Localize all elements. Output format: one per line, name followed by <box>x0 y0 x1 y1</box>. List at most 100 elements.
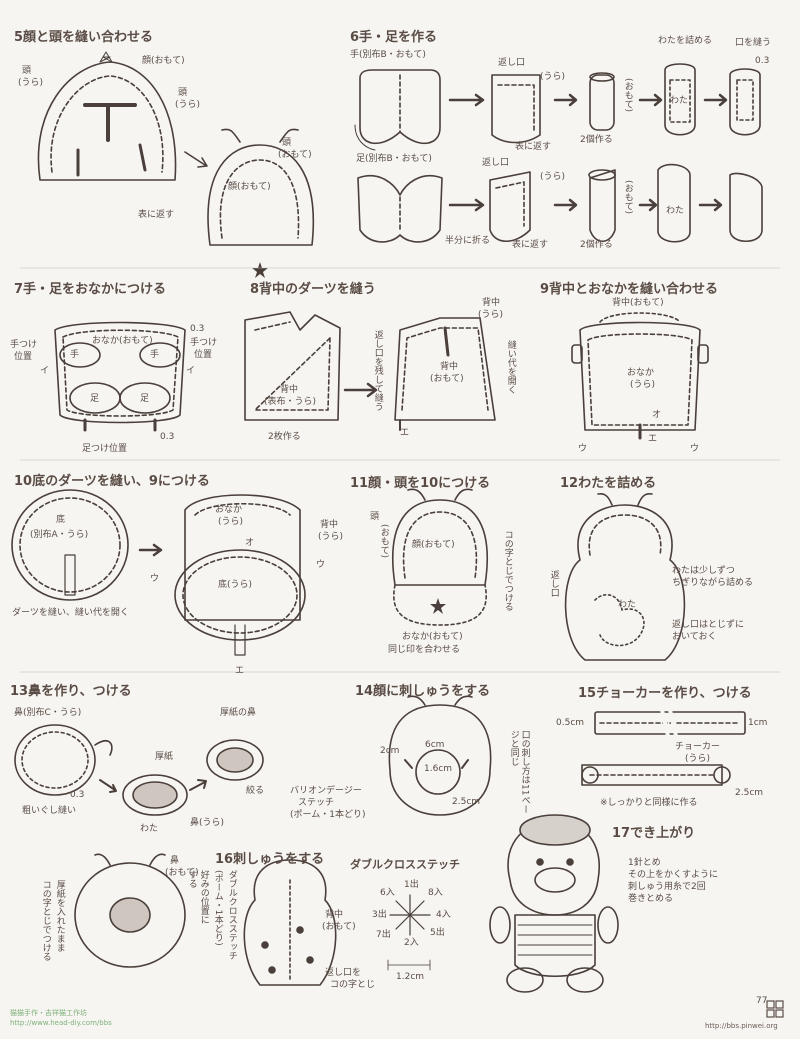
page-number: 77 <box>756 996 768 1006</box>
s10-e: エ <box>235 666 245 676</box>
s5-face: 顔(おもて) <box>142 56 185 66</box>
s16-opening: 返し口を <box>325 968 362 978</box>
s9-belly: おなか <box>627 368 655 378</box>
step16-back-embroidery <box>243 859 337 986</box>
step8-back-sewn <box>394 317 496 431</box>
s6-hand: 手(別布B・おもて) <box>350 50 426 60</box>
s6-wata2: わた <box>666 206 685 216</box>
step17-title: 17でき上がり <box>612 826 696 841</box>
s12-little2: ちぎりながら詰める <box>672 578 754 588</box>
s7-dim03a: 0.3 <box>190 324 205 334</box>
s6-close: 口を縫う <box>735 38 772 48</box>
s16-pos: 好みの位置に <box>198 870 209 924</box>
s8-back2-sub: (うら) <box>478 310 504 320</box>
s6-half: 半分に折る <box>445 236 491 246</box>
step9-title: 9背中とおなかを縫い合わせる <box>540 282 719 297</box>
step11-bear <box>391 488 489 626</box>
s12-leave: 返し口はとじずに <box>672 620 745 630</box>
s10-dart: ダーツを縫い、縫い代を開く <box>12 608 129 618</box>
s6-back2: (うら) <box>540 172 566 182</box>
s6-turn2: 表に返す <box>512 240 549 250</box>
s5-head3: 頭 <box>282 138 292 148</box>
s7-i-r: イ <box>186 366 196 376</box>
s5-head2-side: (うら) <box>175 100 201 110</box>
s13-nose: 鼻(別布C・うら) <box>14 708 82 718</box>
s14-mouth: 口の刺し方は11ページと同じ <box>508 730 530 814</box>
step5-head-pattern <box>37 51 177 181</box>
s16-nose: 鼻 <box>170 856 180 866</box>
s7-foot-r: 足 <box>140 394 150 404</box>
s7-hand-l: 手 <box>70 350 80 360</box>
s7-belly: おなか(おもて) <box>92 336 153 346</box>
s16-double2: (ポーム・1本どり) <box>212 870 223 946</box>
s16-dcs-title: ダブルクロスステッチ <box>350 858 460 871</box>
s13-nose2: 鼻(うら) <box>190 818 225 828</box>
s14-stitch3: (ポーム・1本どり) <box>290 810 366 820</box>
step8-title: 8背中のダーツを縫う <box>250 282 376 297</box>
step10-title: 10底のダーツを縫い、9につける <box>14 474 210 489</box>
s9-belly-sub: (うら) <box>630 380 656 390</box>
s9-back: 背中(おもて) <box>612 298 664 308</box>
s10-back-sub: (うら) <box>318 532 344 542</box>
s10-bottom-sub: (別布A・うら) <box>30 530 89 540</box>
step16-nose-attach <box>74 853 186 968</box>
s16-opening2: コの字とじ <box>330 980 376 990</box>
footer-site-left: 猫猫手作・吉祥猫工作坊 <box>10 1009 87 1017</box>
step17-finished-bear <box>489 814 619 993</box>
s8-back: 背中 <box>280 385 299 395</box>
s12-little: わたは少しずつ <box>672 566 735 576</box>
step10-arrow <box>138 543 163 557</box>
s13-card: 厚紙 <box>155 752 174 762</box>
s16-card2: コの字とじでつける <box>40 880 51 961</box>
s15-cm25: 2.5cm <box>735 788 764 798</box>
step5-face-head <box>207 128 314 278</box>
s11-head: 頭 <box>370 512 380 522</box>
s14-stitch2: ステッチ <box>298 798 335 808</box>
s7-dim03b: 0.3 <box>160 432 175 442</box>
s11-belly: おなか(おもて) <box>402 632 463 642</box>
s6-make2b: 2個作る <box>580 240 613 250</box>
s16-card: 厚紙を入れたまま <box>54 880 65 952</box>
site-logo-icon <box>766 1000 784 1018</box>
s5-head3-side: (おもて) <box>278 150 312 160</box>
s10-u-r: ウ <box>316 560 326 570</box>
s6-back1: (うら) <box>540 72 566 82</box>
step13-title: 13鼻を作り、つける <box>10 684 132 699</box>
s14-stitch1: バリオンデージー <box>290 786 362 796</box>
s16-back: 背中 <box>325 910 344 920</box>
s14-cm2: 2cm <box>380 746 400 756</box>
s15-choker: チョーカー <box>675 742 721 752</box>
s10-o: オ <box>245 538 255 548</box>
s16-n6: 6入 <box>380 888 395 898</box>
s16-nose-sub: (おもて) <box>165 868 199 878</box>
s16-n4: 4入 <box>436 910 451 920</box>
s16-pos2: する <box>186 870 197 888</box>
s8-back2: 背中 <box>482 298 501 308</box>
s11-match: 同じ印を合わせる <box>388 645 461 655</box>
s16-n1: 1出 <box>404 880 419 890</box>
s11-letter-c: コの字とじでつける <box>502 530 513 611</box>
s10-u-l: ウ <box>150 574 160 584</box>
footer-site-left-url: http://www.head-diy.com/bbs <box>10 1019 112 1027</box>
s11-face: 顔(おもて) <box>412 540 455 550</box>
s7-i-l: イ <box>40 366 50 376</box>
step8-arrow <box>343 382 378 398</box>
s16-n3: 3出 <box>372 910 387 920</box>
step5-arrow <box>184 151 206 166</box>
s9-e: エ <box>648 434 658 444</box>
s14-cm16: 1.6cm <box>424 764 453 774</box>
s12-wata: わた <box>618 600 637 610</box>
s17-note1: 1針とめ <box>628 858 661 868</box>
s6-dim03: 0.3 <box>755 56 770 66</box>
s10-back: 背中 <box>320 520 339 530</box>
step10-bottom-circle <box>11 489 129 601</box>
s6-wata1: わた <box>670 96 689 106</box>
s5-turn: 表に返す <box>138 210 175 220</box>
s13-tighten: 絞る <box>246 786 265 796</box>
s6-opening1: 返し口 <box>498 58 526 68</box>
step14-face <box>388 695 492 816</box>
s6-opening2: 返し口 <box>482 158 510 168</box>
s10-bottom2: 底(うら) <box>218 580 253 590</box>
